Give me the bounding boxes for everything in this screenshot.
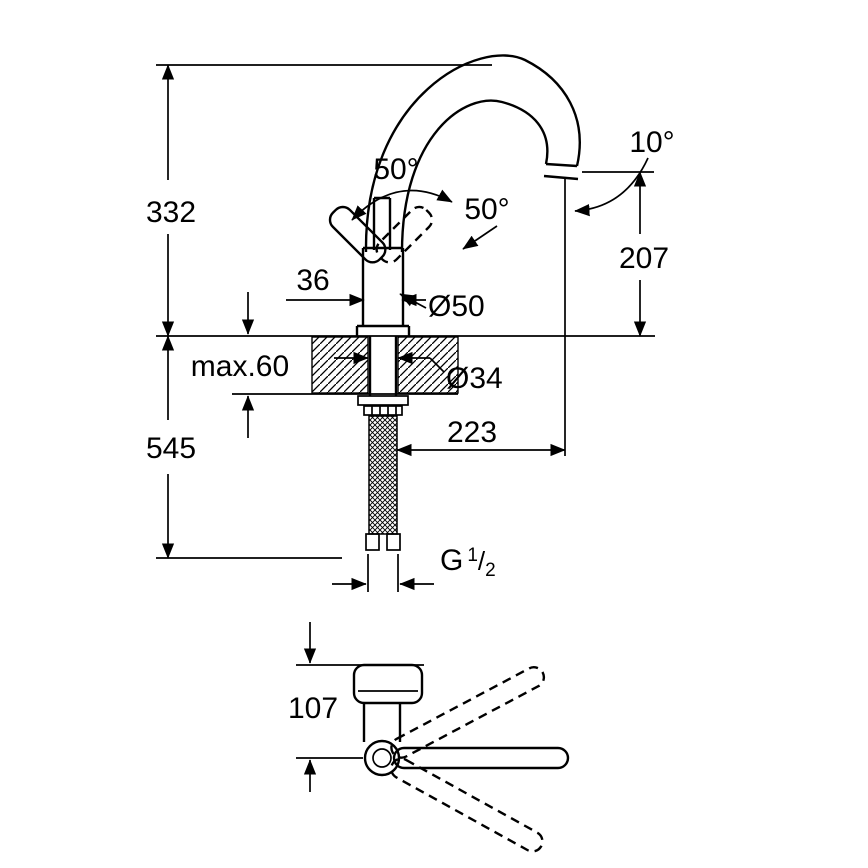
spout-arm-dashed-up [390,666,546,759]
dim-dia34-label: Ø34 [446,362,503,395]
base-flange [355,324,411,336]
dia50-leader [399,293,427,309]
lever-tilt-leader [462,225,498,250]
dim-332-label: 332 [146,196,196,229]
mounting-nut [363,405,403,416]
body-cylinder [361,246,405,326]
dim-lever-width: 36 [286,264,426,307]
lever-swing-arc [351,189,453,221]
countertop-section [156,335,655,395]
dim-50deg-tilt-label: 50° [464,193,509,226]
thread-numerator: 1 [467,545,478,566]
thread-letter: G [440,544,463,577]
top-view: 107 [288,622,570,853]
faucet-body [355,246,411,416]
dim-body-diameter: Ø50 [399,290,485,323]
spout-end-cap [545,162,578,168]
dim-overall-height: 332 [146,64,492,337]
mounting-flange-inner [372,748,392,768]
spout-outline [364,54,581,253]
mounting-washer [357,395,409,406]
swivel-arc [574,157,649,217]
spout-arm-dashed-down [390,757,544,853]
counter-hatch-right [397,336,459,394]
spout-aerator-line [543,174,579,181]
spout-outer-curve [364,54,581,253]
dim-lever-tilt-angle: 50° [462,193,510,250]
dim-36-label: 36 [296,264,329,297]
dim-counter-thickness: max.60 [191,292,289,438]
dim-spout-reach: 223 [396,178,566,457]
lever-tilted-left [328,205,387,264]
hose-end-left [365,533,380,551]
dim-spout-swivel-angle: 10° [574,126,675,217]
lever-top-outline [352,663,424,705]
lever-left-outline [328,205,387,264]
spout-arm-top-view [392,746,570,770]
supply-hoses [365,415,401,551]
thread-denominator: 2 [485,560,496,581]
thread-ext-lines [367,554,399,592]
dim-dia50-label: Ø50 [428,290,485,323]
dim-spout-outlet-height: 207 [582,171,669,337]
lever-group [328,196,434,264]
spout-arm-swivel-down [390,757,544,853]
dim-lever-swing-angle: 50° [351,153,453,221]
nut-ticks [371,406,397,415]
thread-slash: / [478,546,486,576]
dim-below-counter-height: 545 [146,335,342,559]
spout-arm-swivel-up [390,666,546,759]
dim-223-label: 223 [447,416,497,449]
lever-top-view [352,663,424,742]
front-view: 332 545 207 10° 50° 50° [146,54,675,592]
counter-hatch-left [311,336,369,394]
dim-shank-diameter: Ø34 [334,351,503,395]
hose-end-right [386,533,401,551]
dim-107-label: 107 [288,692,338,725]
dim-545-label: 545 [146,432,196,465]
mounting-flange-outer [363,739,401,777]
dim-207-label: 207 [619,242,669,275]
braided-hose [368,415,398,535]
dim-max60-label: max.60 [191,350,289,383]
dim-handle-depth: 107 [288,622,424,792]
dia34-leader [429,357,445,373]
spout-inner-curve [400,99,549,253]
lever-hub-sides [362,703,402,742]
dim-10deg-label: 10° [629,126,674,159]
mounting-shank [368,336,398,396]
dim-50deg-swing-label: 50° [373,153,418,186]
